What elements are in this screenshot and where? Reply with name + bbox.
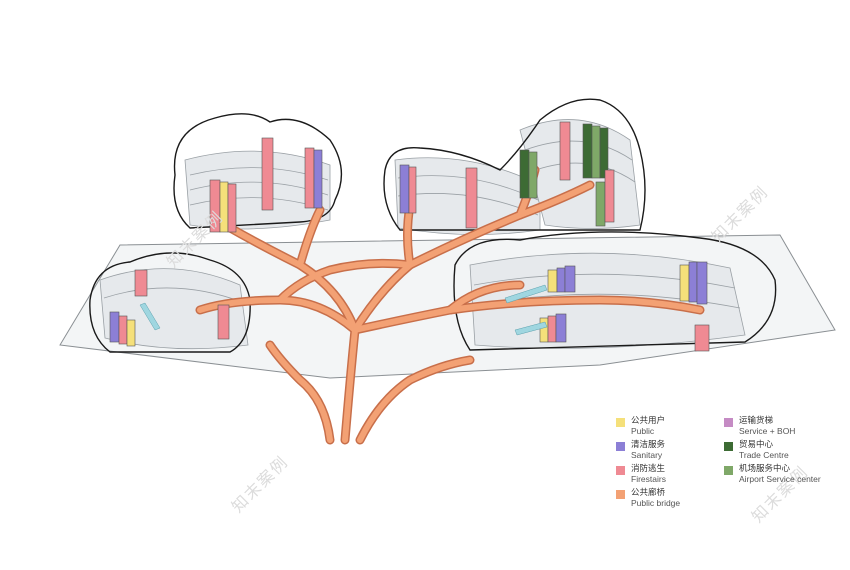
legend-item-public-bridge: 公共廊桥 Public bridge (616, 487, 680, 509)
legend-swatch (616, 466, 625, 475)
legend: 公共用户 Public 清洁服务 Sanitary 消防逃生 Firestair… (616, 415, 846, 515)
legend-swatch (616, 442, 625, 451)
legend-label-zh: 消防逃生 (631, 463, 666, 473)
legend-item-firestairs: 消防逃生 Firestairs (616, 463, 666, 485)
legend-swatch (724, 466, 733, 475)
building-envelopes (89, 98, 777, 353)
legend-label-en: Public (631, 426, 655, 436)
legend-label-en: Firestairs (631, 474, 666, 484)
legend-label-zh: 机场服务中心 (739, 463, 791, 473)
legend-label-zh: 公共用户 (631, 415, 666, 425)
legend-label-en: Trade Centre (739, 450, 789, 460)
legend-swatch (616, 418, 625, 427)
legend-swatch (724, 418, 733, 427)
legend-item-service-boh: 运输货梯 Service + BOH (724, 415, 795, 437)
legend-item-trade-centre: 贸易中心 Trade Centre (724, 439, 789, 461)
legend-label-zh: 运输货梯 (739, 415, 774, 425)
legend-swatch (724, 442, 733, 451)
legend-item-public: 公共用户 Public (616, 415, 665, 437)
legend-label-en: Sanitary (631, 450, 663, 460)
legend-label-zh: 公共廊桥 (631, 487, 666, 497)
legend-item-airport-service: 机场服务中心 Airport Service center (724, 463, 821, 485)
legend-label-en: Airport Service center (739, 474, 821, 484)
legend-item-sanitary: 清洁服务 Sanitary (616, 439, 665, 461)
sky-links (139, 284, 548, 336)
legend-label-en: Service + BOH (739, 426, 796, 436)
legend-label-en: Public bridge (631, 498, 681, 508)
core-towers (109, 121, 710, 352)
legend-label-zh: 清洁服务 (631, 439, 666, 449)
legend-swatch (616, 490, 625, 499)
legend-label-zh: 贸易中心 (739, 439, 774, 449)
